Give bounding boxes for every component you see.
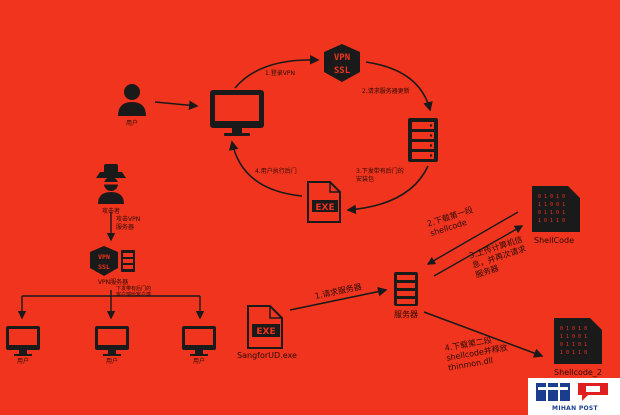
shellcode-2-label: Shellcode_2 bbox=[554, 368, 602, 377]
svg-text:1 0 1 1 0: 1 0 1 1 0 bbox=[538, 218, 565, 224]
arrow-server-to-shellcode2 bbox=[423, 311, 544, 358]
user-icon bbox=[118, 84, 146, 116]
arrow-vpn-to-server bbox=[365, 61, 433, 112]
hacker-label: 攻击者 bbox=[101, 208, 120, 215]
arrow-exe-to-server bbox=[289, 286, 388, 311]
step-request-server: 2.请求服务器更新 bbox=[362, 88, 410, 95]
arrow-monitor-to-vpn bbox=[234, 54, 320, 89]
user-top-label: 用户 bbox=[125, 120, 138, 127]
vpn-top-line1: VPN bbox=[334, 53, 350, 63]
vpn-left-line1: VPN bbox=[98, 253, 110, 261]
vpn-ssl-icon-left: VPN SSL bbox=[90, 246, 118, 276]
arrow-shellcode-to-server bbox=[426, 211, 519, 265]
server-icon-bottom bbox=[394, 272, 418, 306]
monitor-icon bbox=[210, 90, 264, 136]
arrow-user-to-monitor bbox=[154, 100, 199, 111]
exe-file-icon-bottom bbox=[247, 305, 283, 349]
mihan-post-logo: MIHAN POST bbox=[528, 378, 620, 415]
binary-file-icon-1: 0 1 0 1 0 1 1 0 0 1 0 1 1 0 1 1 0 1 1 0 bbox=[532, 186, 580, 232]
exe-bottom-name: SangforUD.exe bbox=[237, 351, 297, 360]
step-login-vpn: 1.登录VPN bbox=[265, 70, 295, 77]
vpn-ssl-icon: VPN SSL bbox=[324, 44, 360, 82]
exe-bottom-label: EXE bbox=[256, 327, 275, 337]
svg-text:0 1 1 0 1: 0 1 1 0 1 bbox=[560, 342, 587, 348]
svg-text:0 1 0 1 0: 0 1 0 1 0 bbox=[560, 326, 587, 332]
hacker-step: 攻击VPN 服务器 bbox=[116, 216, 141, 231]
vpn-server-step: 下发带有后门的 客户端给客户端 bbox=[116, 286, 152, 298]
svg-text:1 0 1 1 0: 1 0 1 1 0 bbox=[560, 350, 587, 356]
exe-file-icon-top bbox=[307, 181, 341, 223]
arrow-exe-to-monitor bbox=[228, 140, 303, 197]
binary-file-icon-2: 0 1 0 1 0 1 1 0 0 1 0 1 1 0 1 1 0 1 1 0 bbox=[554, 318, 602, 364]
svg-text:0 1 0 1 0: 0 1 0 1 0 bbox=[538, 194, 565, 200]
hacker-icon bbox=[96, 164, 126, 204]
arrow-server-to-exe bbox=[346, 165, 429, 215]
server-icon-left bbox=[121, 250, 135, 272]
client-1-label: 用户 bbox=[16, 358, 29, 365]
svg-text:0 1 1 0 1: 0 1 1 0 1 bbox=[538, 210, 565, 216]
logo-mark-icon bbox=[536, 383, 608, 401]
monitor-icon-client-2 bbox=[95, 326, 129, 356]
vpn-left-line2: SSL bbox=[98, 263, 110, 271]
step-run-client: 4.用户执行后门 bbox=[255, 168, 297, 175]
vpn-top-line2: SSL bbox=[334, 66, 351, 76]
client-3-label: 用户 bbox=[192, 358, 205, 365]
svg-text:1 1 0 0 1: 1 1 0 0 1 bbox=[538, 202, 565, 208]
monitor-icon-client-1 bbox=[6, 326, 40, 356]
shellcode-1-label: ShellCode bbox=[534, 236, 574, 245]
vpn-server-label: VPN服务器 bbox=[97, 279, 129, 286]
logo-text: MIHAN POST bbox=[552, 405, 598, 412]
server-bottom-label: 服务器 bbox=[394, 310, 418, 319]
monitor-icon-client-3 bbox=[182, 326, 216, 356]
server-icon bbox=[408, 118, 438, 162]
exe-top-label: EXE bbox=[315, 203, 334, 213]
step-download-update: 3.下发带有后门的 安装包 bbox=[356, 168, 404, 183]
client-2-label: 用户 bbox=[105, 358, 118, 365]
svg-text:1 1 0 0 1: 1 1 0 0 1 bbox=[560, 334, 587, 340]
arrow-server-to-shellcode bbox=[433, 225, 524, 277]
